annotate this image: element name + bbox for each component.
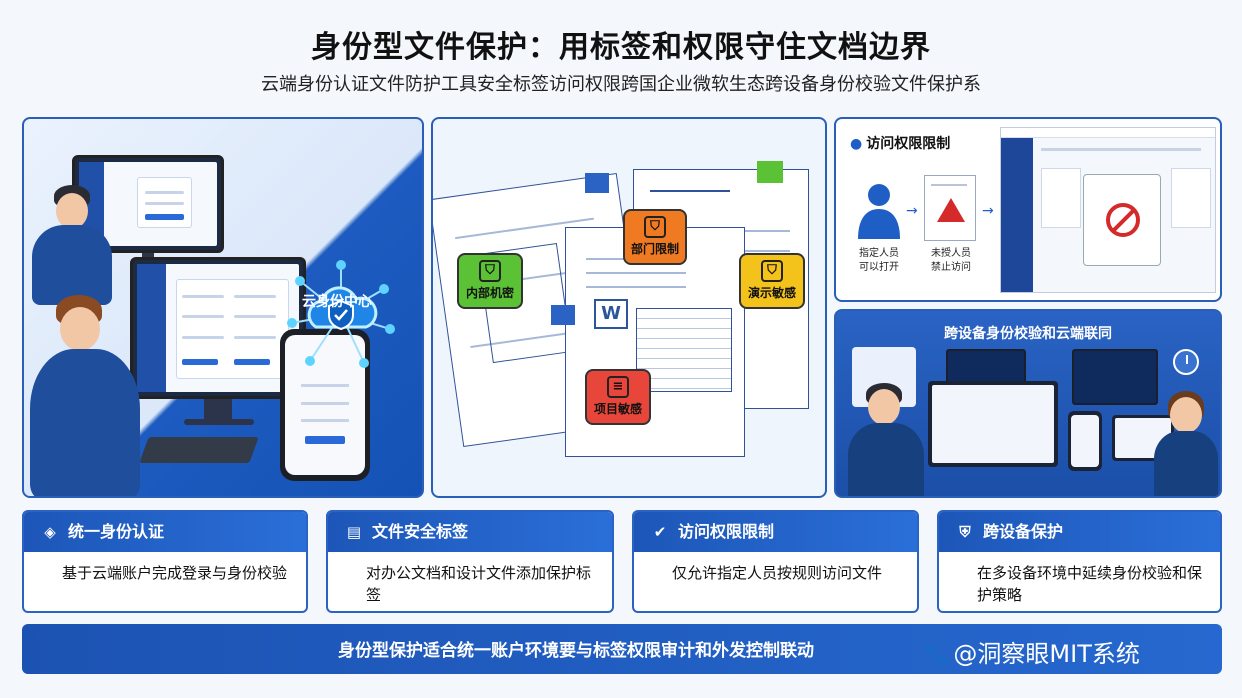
location-pin-icon: ● [850, 136, 863, 152]
lock-icon: ⛉ [644, 216, 666, 238]
center-monitor [928, 381, 1058, 467]
arrow-right-icon: → [906, 203, 918, 219]
tag-internal-confidential: ⛉ 内部机密 [457, 253, 523, 309]
warning-icon [937, 198, 965, 222]
user-icon [858, 184, 900, 239]
clock-icon [1173, 349, 1199, 375]
tag-department-restricted: ⛉ 部门限制 [623, 209, 687, 265]
shield-icon: ⛉ [479, 260, 501, 282]
cross-device-title: 跨设备身份校验和云端联同 [944, 326, 1112, 342]
no-entry-icon [1106, 203, 1140, 237]
front-monitor [130, 257, 306, 399]
check-badge-icon: ✔ [653, 523, 667, 541]
feature-card-access: ✔访问权限限制 仅允许指定人员按规则访问文件 [632, 510, 919, 613]
page-subtitle: 云端身份认证文件防护工具安全标签访问权限跨国企业微软生态跨设备身份校验文件保护系 [261, 74, 981, 95]
restricted-document [924, 175, 976, 241]
tag-project-sensitive: ≡ 项目敏感 [585, 369, 651, 425]
access-denied-screen [1000, 127, 1216, 293]
tag-presentation-sensitive: ⛉ 演示敏感 [739, 253, 805, 309]
access-denied-dialog [1083, 174, 1161, 266]
cross-device-panel: 跨设备身份校验和云端联同 [834, 309, 1222, 498]
access-panel-title: ●访问权限限制 [850, 136, 951, 152]
shield-lock-icon: ⛨ [959, 523, 971, 541]
access-restriction-panel: ●访问权限限制 指定人员 可以打开 → 未授人员 禁止访问 → [834, 117, 1222, 302]
feature-card-tags: ▤文件安全标签 对办公文档和设计文件添加保护标签 [326, 510, 614, 613]
shield-cube-icon: ◈ [44, 523, 56, 541]
feature-card-cross-device: ⛨跨设备保护 在多设备环境中延续身份校验和保护策略 [937, 510, 1222, 613]
word-file-icon: W [594, 299, 628, 329]
identity-illustration-panel: 云身份中心 [22, 117, 424, 498]
cloud-shield-icon [287, 260, 395, 368]
cloud-identity-label: 云身份中心 [302, 294, 372, 310]
document-icon: ≡ [607, 376, 629, 398]
keyboard [139, 437, 259, 463]
page-title: 身份型文件保护：用标签和权限守住文档边界 [311, 30, 931, 65]
arrow-right-icon: → [982, 203, 994, 219]
watermark: 🐾@洞察眼MIT系统 [922, 640, 1140, 668]
lock-icon: ⛉ [761, 260, 783, 282]
feature-card-identity: ◈统一身份认证 基于云端账户完成登录与身份校验 [22, 510, 308, 613]
summary-banner-text: 身份型保护适合统一账户环境要与标签权限审计和外发控制联动 [338, 641, 814, 661]
phone-device [1068, 411, 1102, 471]
document-tags-panel: W ⛉ 内部机密 ⛉ 部门限制 ⛉ 演示敏感 ≡ 项目敏感 [431, 117, 827, 498]
tag-doc-icon: ▤ [346, 523, 362, 541]
paw-icon: 🐾 [922, 643, 950, 668]
phone [280, 329, 370, 481]
summary-banner [22, 624, 1222, 674]
